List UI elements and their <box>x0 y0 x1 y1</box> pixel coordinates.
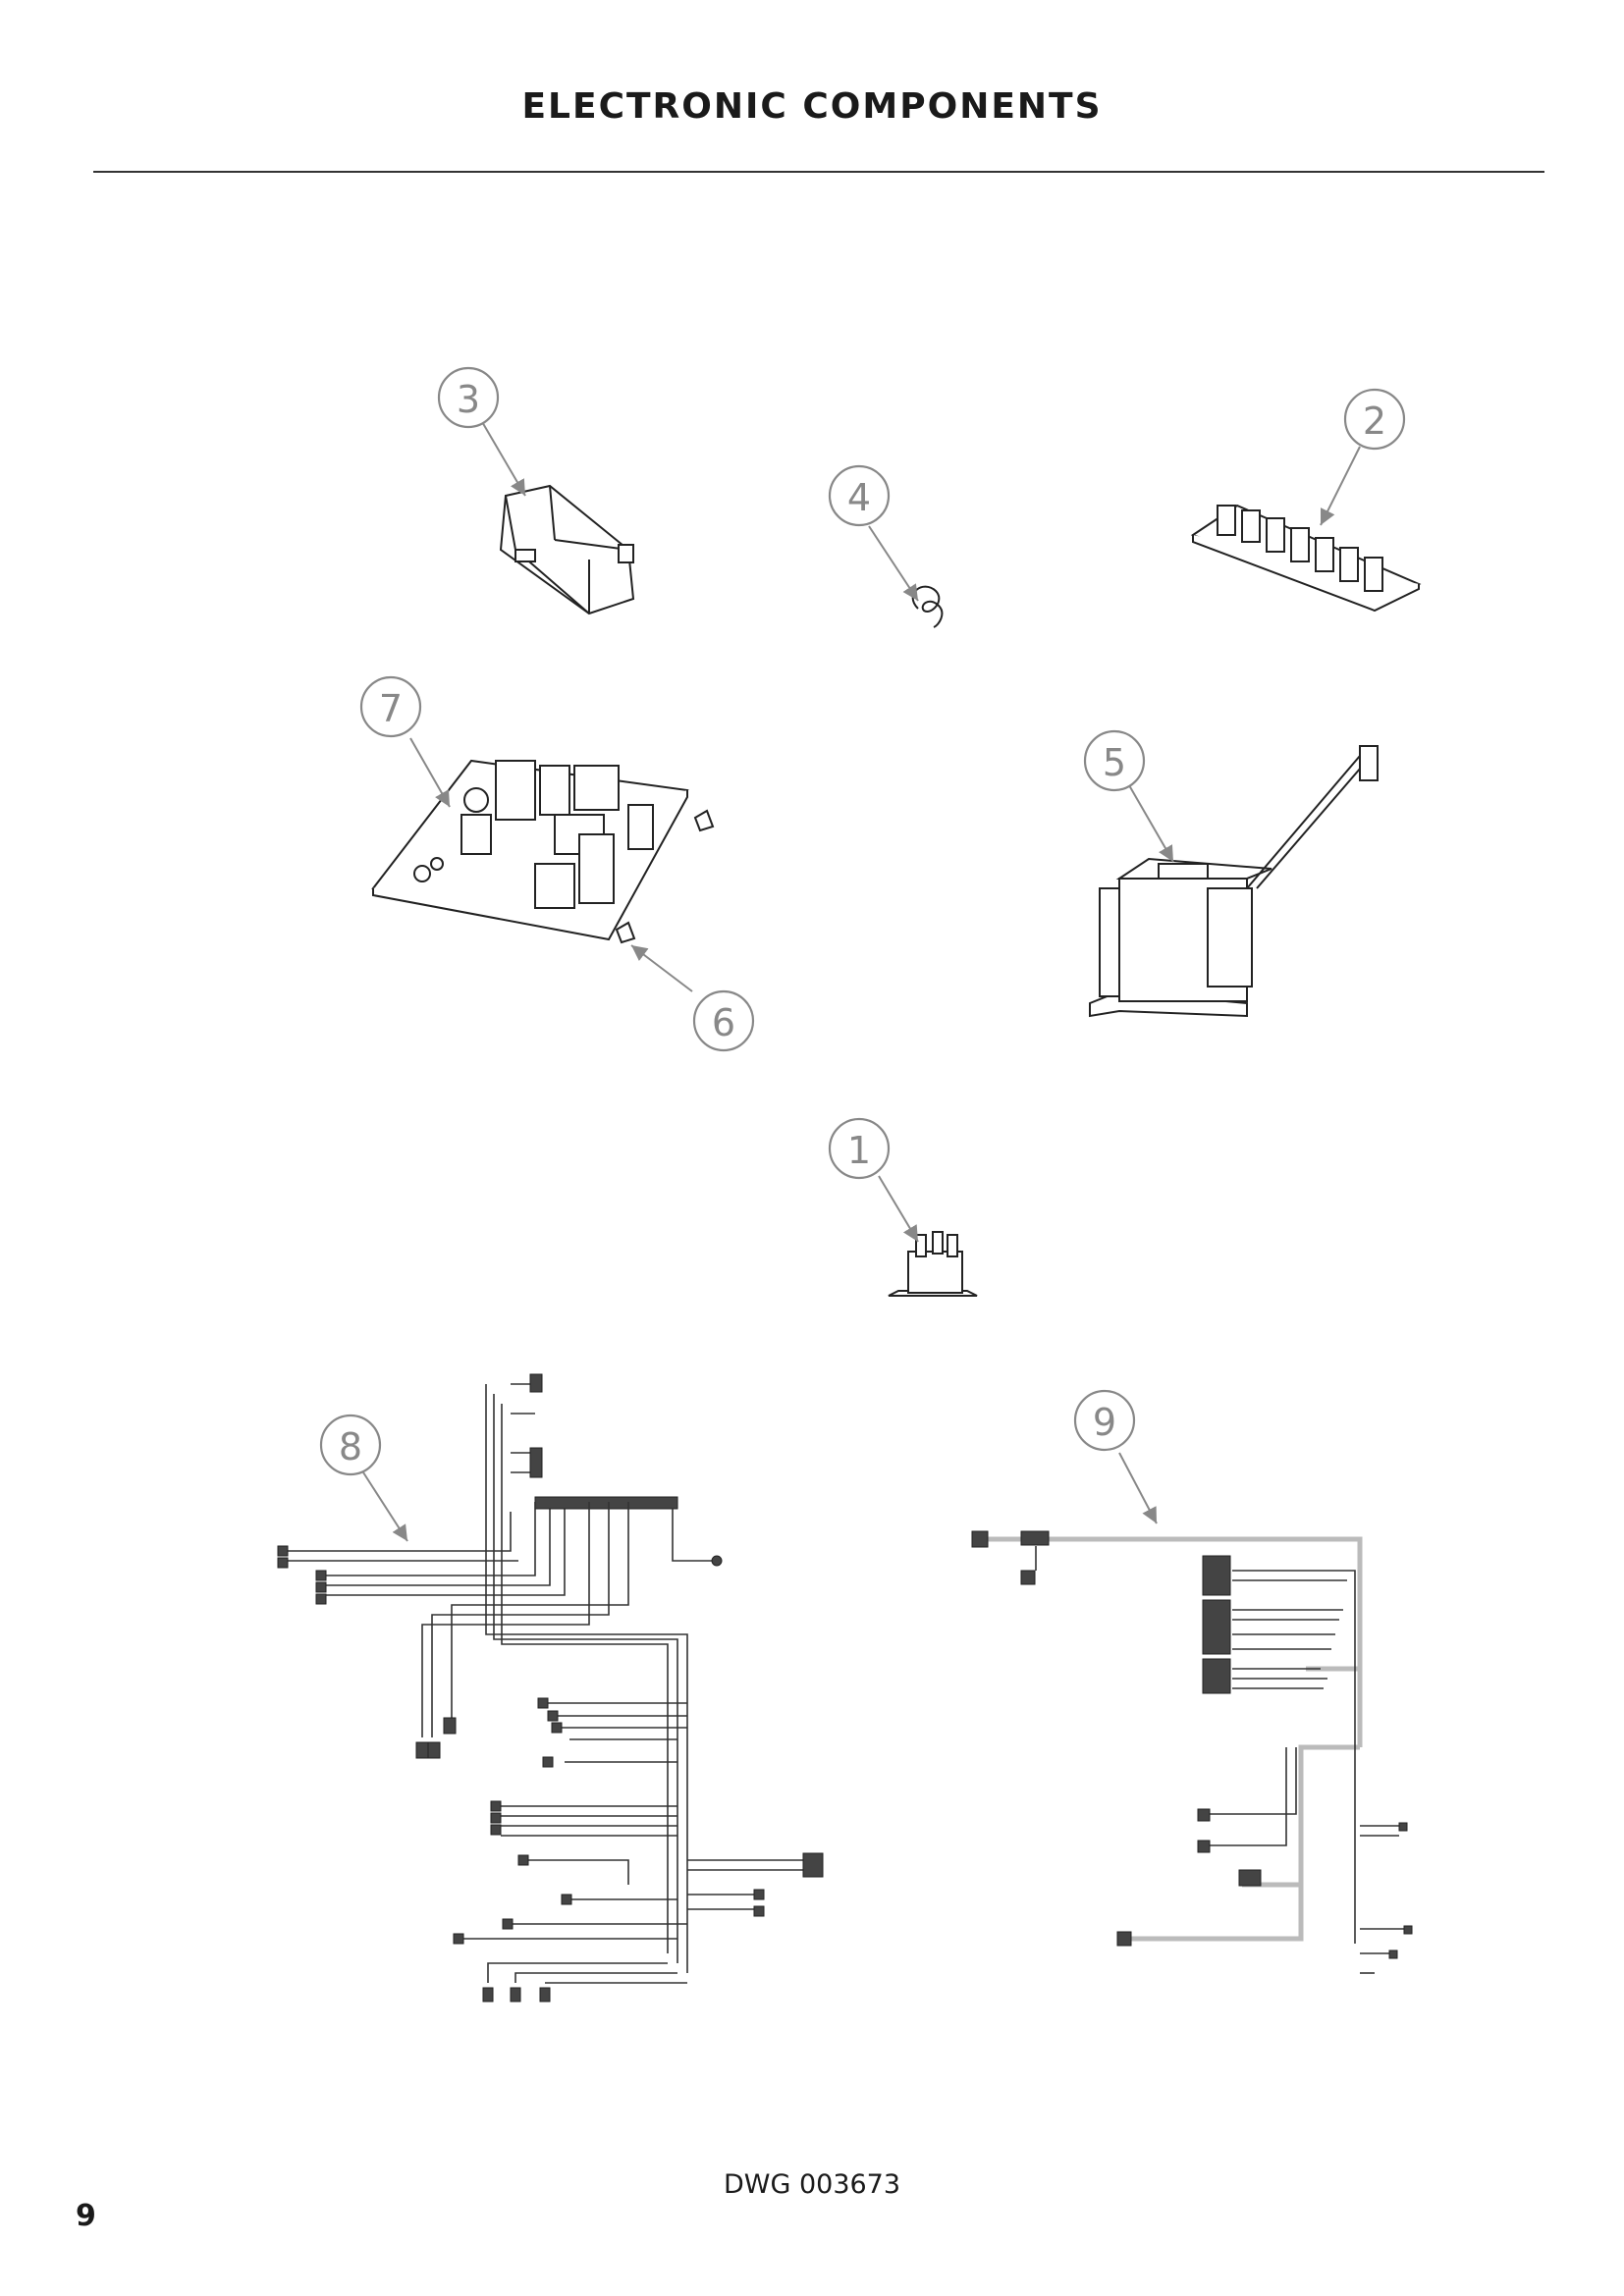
part-5-drawing <box>1089 745 1379 1018</box>
leader-1 <box>878 1175 919 1243</box>
part-2-drawing <box>1190 504 1422 613</box>
leader-9 <box>1118 1452 1158 1524</box>
callout-8: 8 <box>319 1414 382 1476</box>
leader-5 <box>1128 784 1174 863</box>
page-title: ELECTRONIC COMPONENTS <box>521 86 1103 127</box>
callout-4: 4 <box>828 464 891 527</box>
callout-1: 1 <box>828 1117 891 1180</box>
part-3-drawing <box>499 484 635 615</box>
part-9-wiring-harness <box>971 1530 1413 1974</box>
svg-text:9: 9 <box>1093 1401 1116 1444</box>
drawing-number: DWG 003673 <box>723 2169 901 2200</box>
page-number: 9 <box>76 2199 96 2233</box>
part-7-drawing <box>371 759 689 941</box>
callout-3: 3 <box>437 366 500 429</box>
svg-text:6: 6 <box>712 1001 735 1044</box>
leader-7 <box>409 737 451 808</box>
svg-text:4: 4 <box>847 476 871 519</box>
leader-3 <box>480 419 526 497</box>
svg-text:7: 7 <box>379 687 403 730</box>
part-6-drawing <box>615 809 715 944</box>
leader-2 <box>1320 446 1361 526</box>
callout-2: 2 <box>1343 388 1406 451</box>
part-4-drawing <box>911 585 944 628</box>
part-8-wiring-harness <box>277 1373 824 2002</box>
leader-8 <box>362 1471 408 1542</box>
svg-text:5: 5 <box>1103 741 1126 784</box>
leader-4 <box>868 525 919 602</box>
callout-6: 6 <box>692 989 755 1052</box>
callout-7: 7 <box>359 675 422 738</box>
part-1-drawing <box>888 1231 978 1297</box>
svg-text:8: 8 <box>339 1425 362 1468</box>
header-rule <box>93 171 1544 173</box>
callout-5: 5 <box>1083 729 1146 792</box>
svg-text:1: 1 <box>847 1129 871 1172</box>
leader-6 <box>630 944 693 992</box>
svg-text:3: 3 <box>457 378 480 421</box>
callout-9: 9 <box>1073 1389 1136 1452</box>
svg-text:2: 2 <box>1363 400 1386 443</box>
